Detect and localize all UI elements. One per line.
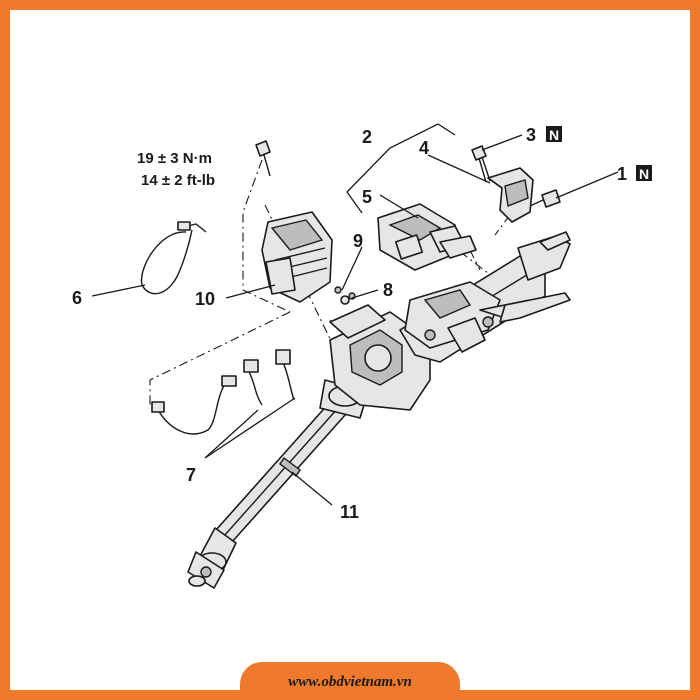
- harness-part: [151, 349, 295, 435]
- badge-3-box: [546, 126, 562, 142]
- callout-10: 10: [195, 289, 215, 309]
- footer-tab: [240, 662, 460, 700]
- steering-column-body: [329, 231, 571, 411]
- callout-6: 6: [72, 288, 82, 308]
- torque-metric-label: 19 ± 3 N·m: [137, 150, 212, 167]
- torque-imperial-label: 14 ± 2 ft-lb: [141, 172, 215, 189]
- callout-4: 4: [419, 138, 429, 158]
- callout-11: 11: [340, 502, 359, 522]
- callout-3: 3: [526, 125, 536, 145]
- intermediate-shaft-part: [187, 379, 369, 589]
- callout-9: 9: [353, 231, 363, 251]
- callout-7: 7: [186, 465, 196, 485]
- control-module-part: [377, 203, 477, 271]
- bracket-part: [487, 167, 534, 223]
- screw-part-1: [529, 189, 561, 208]
- bolt-part-3: [471, 145, 491, 183]
- badge-3-text: N: [549, 127, 559, 143]
- band-part: [140, 221, 207, 295]
- motor-part: [261, 211, 333, 303]
- motor-bolt: [255, 140, 271, 177]
- small-fasteners: [334, 286, 356, 305]
- badge-1-text: N: [639, 166, 649, 182]
- footer-website-link[interactable]: www.obdvietnam.vn: [288, 674, 412, 690]
- leader-lines: [91, 134, 619, 506]
- badge-1-box: [636, 165, 652, 181]
- callout-1: 1: [617, 164, 627, 184]
- callout-8: 8: [383, 280, 393, 300]
- callout-2: 2: [362, 127, 372, 147]
- callout-5: 5: [362, 187, 372, 207]
